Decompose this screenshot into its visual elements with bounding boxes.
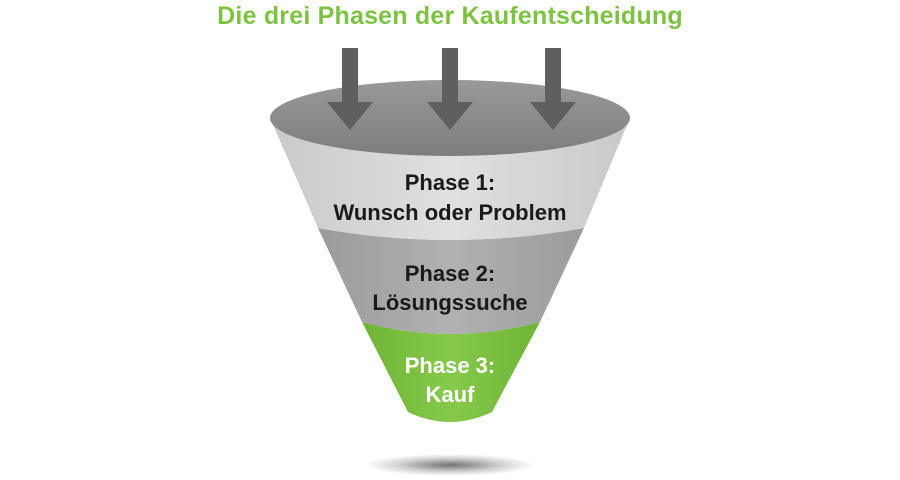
arrow-down-icon	[530, 48, 576, 130]
stage-3-subtitle: Kauf	[426, 382, 476, 407]
funnel-stage-3	[362, 322, 540, 422]
diagram-title: Die drei Phasen der Kaufentscheidung	[217, 2, 683, 30]
arrow-down-icon	[327, 48, 373, 130]
stage-3-title: Phase 3:	[405, 353, 496, 378]
stage-1-title: Phase 1:	[405, 170, 496, 195]
stage-2-title: Phase 2:	[405, 261, 496, 286]
stage-1-subtitle: Wunsch oder Problem	[333, 200, 566, 225]
funnel-shadow	[365, 454, 535, 476]
funnel-stage-2	[318, 228, 584, 334]
arrow-down-icon	[427, 48, 473, 130]
stage-2-subtitle: Lösungssuche	[372, 290, 527, 315]
